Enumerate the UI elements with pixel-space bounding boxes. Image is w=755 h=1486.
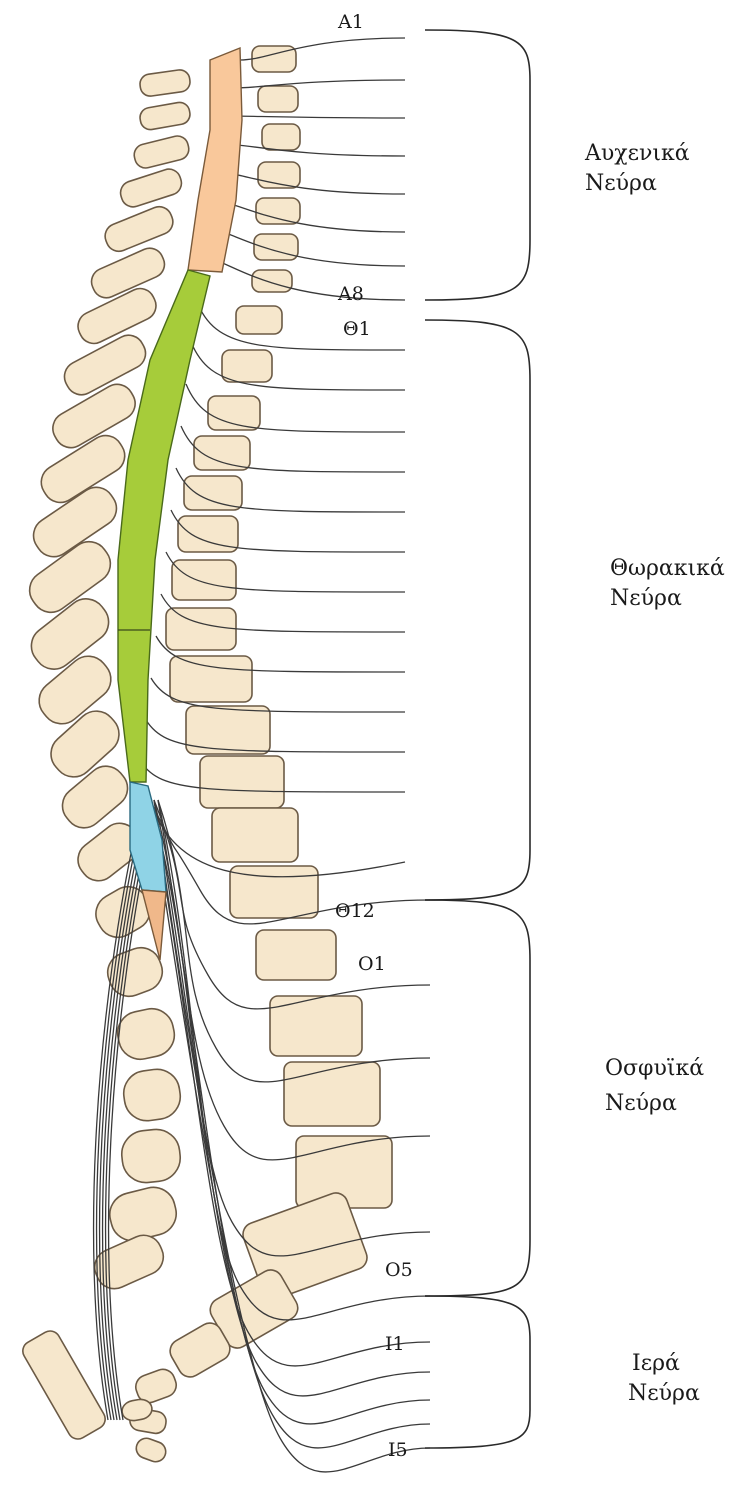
cervical-nerve (222, 144, 405, 156)
vertebral-body (212, 808, 298, 862)
cervical-nerve (234, 80, 405, 88)
vertebral-body (256, 198, 300, 224)
cervical-cord-segment (188, 48, 242, 272)
vertebral-body (236, 306, 282, 334)
label-l1: O1 (358, 953, 386, 975)
vertebral-body (200, 756, 284, 808)
label-l5: O5 (385, 1259, 413, 1281)
label-s1: I1 (385, 1333, 405, 1355)
thoracic-group-label-line2: Νεύρα (610, 586, 682, 611)
sacral-brace (425, 1296, 530, 1448)
vertebral-body (172, 560, 236, 600)
spinous-process (114, 1005, 179, 1064)
cervical-nerve (216, 172, 405, 194)
thoracic-brace (425, 320, 530, 900)
vertebral-body (208, 396, 260, 430)
vertebral-body (256, 930, 336, 980)
vertebral-body (258, 86, 298, 112)
cervical-nerve (210, 200, 405, 232)
thoracic-nerve (146, 720, 405, 752)
coccyx-piece (133, 1435, 168, 1464)
label-a8: A8 (337, 283, 364, 305)
vertebral-body (184, 476, 242, 510)
spinous-process (121, 1066, 183, 1123)
cervical-brace (425, 30, 530, 300)
thoracic-group-label-line1: Θωρακικά (610, 556, 725, 581)
label-s5: I5 (388, 1439, 408, 1461)
lumbar-brace (425, 900, 530, 1296)
vertebral-body (252, 270, 292, 292)
spinous-process (119, 1127, 182, 1185)
vertebral-body (254, 234, 298, 260)
vertebral-body (166, 608, 236, 650)
coccyx-piece (19, 1327, 109, 1442)
spinous-process (132, 134, 191, 171)
label-a1: A1 (337, 11, 364, 33)
lumbar-group-label-line2: Νεύρα (605, 1091, 677, 1116)
spinous-process (138, 101, 191, 131)
vertebral-body (262, 124, 300, 150)
thoracic-nerve (196, 300, 405, 350)
label-t1: Θ1 (343, 318, 371, 340)
lumbar-group-label-line1: Οσφυϊκά (605, 1056, 704, 1081)
spinous-process (118, 166, 185, 210)
sacral-group-label-line1: Ιερά (632, 1351, 680, 1376)
spinous-process (101, 203, 176, 255)
cervical-nerve (228, 116, 405, 118)
vertebral-body (222, 350, 272, 382)
cervical-nerve (204, 228, 405, 266)
label-t12: Θ12 (335, 900, 375, 922)
spinous-process (139, 69, 192, 98)
sacral-group-label-line2: Νεύρα (628, 1381, 700, 1406)
cervical-group-label-line2: Νεύρα (585, 171, 657, 196)
cervical-group-label-line1: Αυχενικά (584, 141, 690, 166)
cervical-nerve (198, 256, 405, 300)
vertebral-body (284, 1062, 380, 1126)
vertebral-body (170, 656, 252, 702)
